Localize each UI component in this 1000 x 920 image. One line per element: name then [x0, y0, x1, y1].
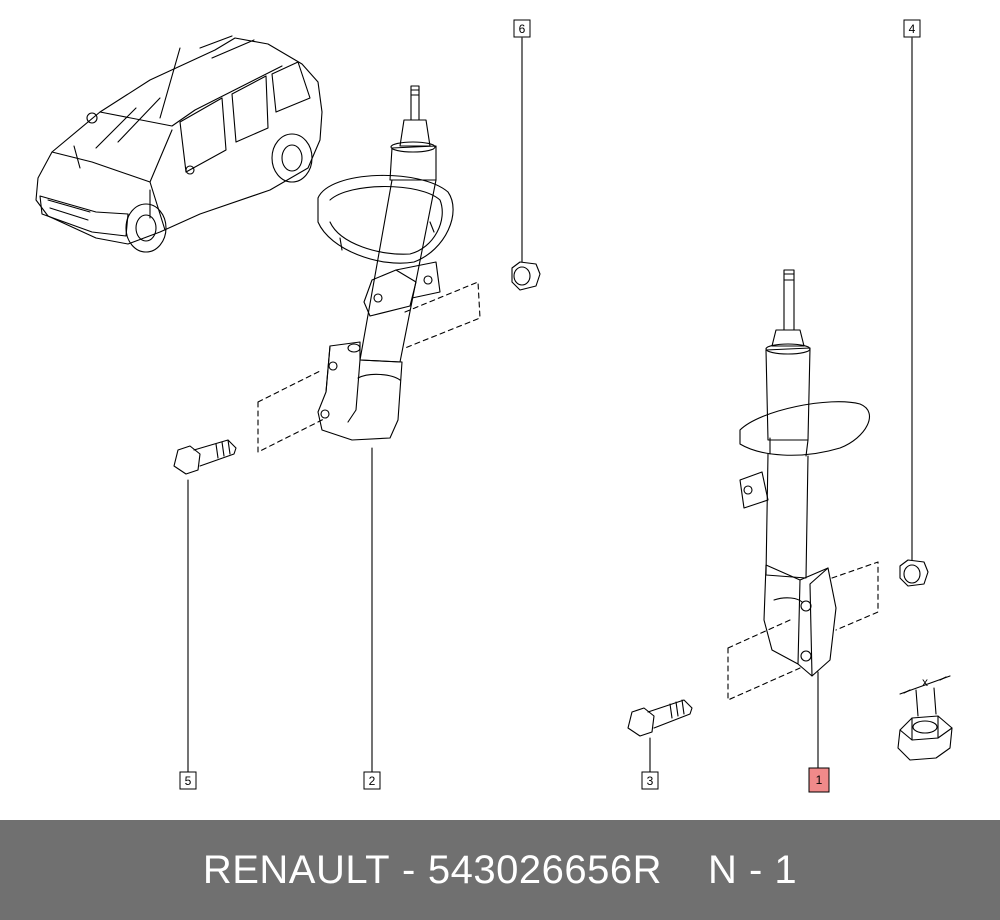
nut-detail-inset — [897, 675, 953, 761]
footer-brand: RENAULT — [202, 847, 391, 892]
svg-text:2: 2 — [369, 774, 376, 788]
parts-diagram: 6 4 5 2 3 1 x — [35, 19, 953, 793]
callout-6: 6 — [513, 19, 531, 38]
footer-note: N - 1 — [707, 847, 798, 892]
callout-2: 2 — [363, 771, 381, 790]
nut-upper — [511, 261, 541, 291]
strut-assembly-left — [317, 85, 454, 441]
leader-lines — [187, 37, 913, 773]
nut-right — [899, 559, 929, 587]
alignment-guides-right — [727, 561, 879, 701]
bolt-right — [627, 699, 693, 737]
vehicle-illustration — [35, 35, 323, 253]
footer-bar: RENAULT - 543026656R N - 1 — [0, 820, 1000, 920]
callout-4: 4 — [903, 19, 921, 38]
bolt-left — [173, 439, 237, 475]
footer-separator: - — [402, 847, 416, 892]
svg-text:1: 1 — [816, 773, 823, 787]
callout-5: 5 — [179, 771, 197, 790]
callout-3: 3 — [641, 771, 659, 790]
svg-text:4: 4 — [909, 22, 916, 36]
dimension-x-label: x — [922, 675, 928, 689]
svg-text:5: 5 — [185, 774, 192, 788]
svg-text:6: 6 — [519, 22, 526, 36]
svg-text:3: 3 — [647, 774, 654, 788]
shock-absorber-right — [739, 269, 871, 677]
alignment-guides-left — [257, 281, 481, 453]
callout-1-highlighted: 1 — [808, 767, 830, 793]
footer-part-number: 543026656R — [427, 847, 662, 892]
